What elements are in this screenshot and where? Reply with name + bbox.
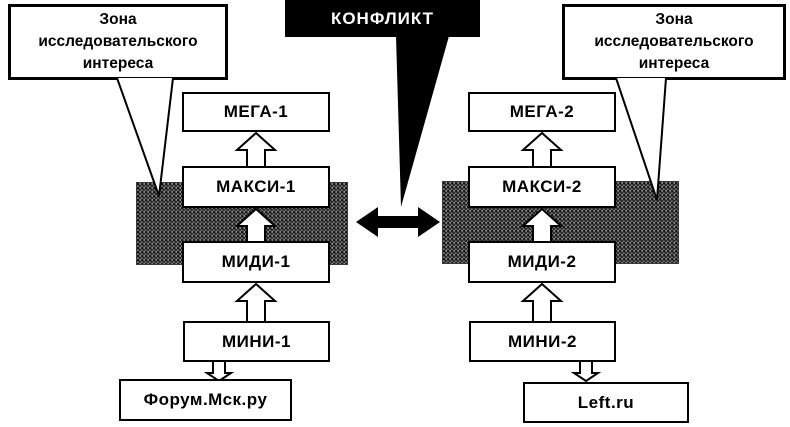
arrow-midi2-to-maksi2: [520, 207, 564, 244]
node-forum-msk-ru: Форум.Мск.ру: [119, 379, 292, 421]
arrow-mini1-to-forum: [203, 359, 235, 383]
arrow-mini2-to-midi2: [520, 282, 564, 324]
node-label: МИНИ-1: [222, 331, 291, 351]
node-label: Форум.Мск.ру: [143, 390, 268, 409]
node-left-ru: Left.ru: [523, 382, 689, 423]
arrow-midi1-to-maksi1: [234, 207, 278, 244]
conflict-wedge-arrow: [396, 36, 449, 207]
conflict-banner-label: КОНФЛИКТ: [330, 8, 435, 28]
conflict-banner: КОНФЛИКТ: [285, 0, 480, 37]
node-label: МАКСИ-2: [502, 177, 582, 196]
node-label: МИДИ-1: [221, 252, 291, 271]
callout-research-zone-left: Зона исследовательского интереса: [8, 4, 228, 80]
node-mini-1: МИНИ-1: [183, 321, 330, 362]
node-label: МИДИ-2: [507, 252, 577, 271]
node-label: МЕГА-1: [223, 102, 289, 121]
node-label: Left.ru: [577, 392, 635, 412]
callout-research-zone-right: Зона исследовательского интереса: [562, 4, 786, 80]
node-midi-1: МИДИ-1: [182, 241, 330, 283]
node-midi-2: МИДИ-2: [468, 241, 616, 283]
arrow-maksi2-to-mega2: [520, 131, 564, 168]
node-maksi-1: МАКСИ-1: [182, 166, 330, 208]
node-label: МИНИ-2: [508, 331, 577, 351]
node-mega-2: МЕГА-2: [468, 92, 616, 132]
node-label: МАКСИ-1: [216, 177, 296, 196]
arrow-mini1-to-midi1: [234, 282, 278, 324]
arrow-maksi1-to-mega1: [234, 131, 278, 168]
node-label: МЕГА-2: [509, 102, 575, 121]
callout-text: Зона исследовательского интереса: [594, 11, 754, 72]
node-mini-2: МИНИ-2: [469, 321, 616, 362]
conflict-double-arrow: [356, 207, 440, 237]
node-mega-1: МЕГА-1: [182, 92, 330, 132]
node-maksi-2: МАКСИ-2: [468, 166, 616, 208]
callout-text: Зона исследовательского интереса: [38, 11, 198, 72]
arrow-mini2-to-leftru: [570, 359, 602, 383]
